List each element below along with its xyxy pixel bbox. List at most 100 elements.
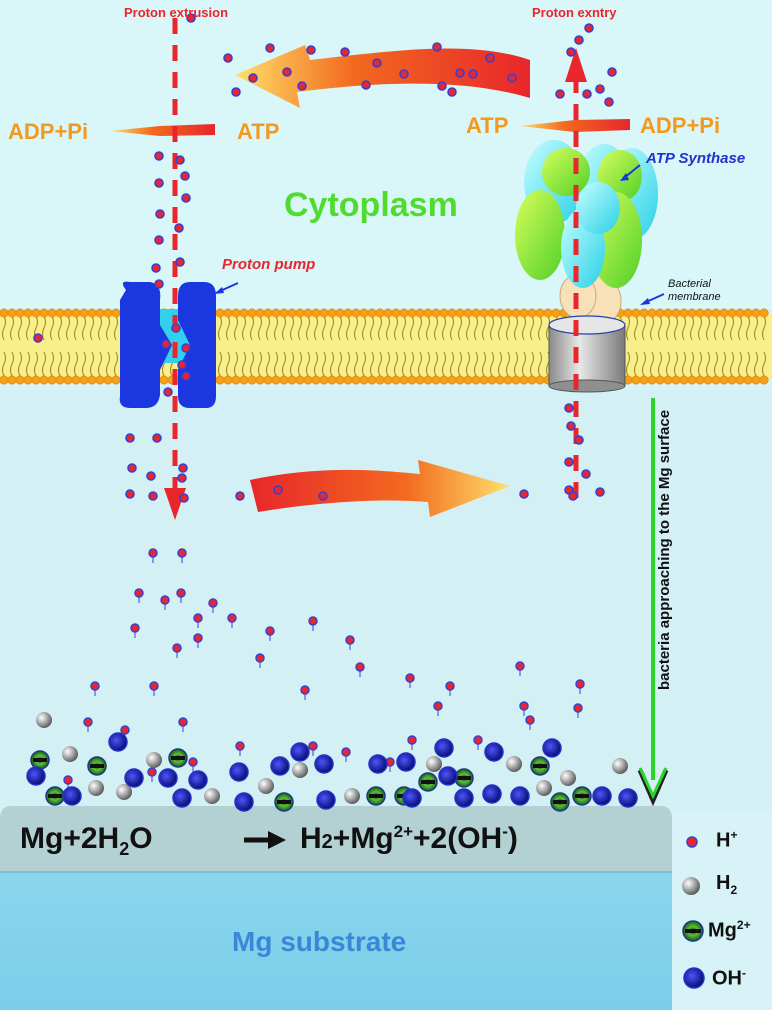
proton-particle [231, 87, 241, 97]
legend-h2-sub: 2 [730, 883, 738, 897]
proton-particle [181, 343, 191, 353]
bacterial-membrane-label: Bacterial membrane [668, 278, 721, 304]
oh-particle [108, 732, 128, 752]
proton-particle [581, 469, 591, 479]
oh-particle [124, 768, 144, 788]
proton-particle [525, 715, 535, 730]
bacterial-membrane-line2: membrane [668, 291, 721, 303]
oh-particle [26, 766, 46, 786]
proton-particle [372, 58, 382, 68]
proton-particle [341, 747, 351, 762]
oh-particle [316, 790, 336, 810]
bacteria-approaching-label: bacteria approaching to the Mg surface [656, 409, 673, 690]
proton-particle [607, 67, 617, 77]
proton-entry-arrowhead [565, 48, 587, 82]
proton-particle [468, 69, 478, 79]
proton-particle [186, 13, 196, 23]
proton-extrusion-label: Proton extrusion [124, 5, 229, 20]
proton-particle [575, 679, 585, 694]
mg-particle [168, 748, 188, 768]
proton-particle [297, 81, 307, 91]
atp-left-label: ATP [237, 119, 280, 144]
proton-particle [193, 613, 203, 628]
h2-particle [292, 762, 308, 778]
mg-particle [45, 786, 65, 806]
proton-particle [407, 735, 417, 750]
oh-particle [618, 788, 638, 808]
legend-icons [682, 836, 705, 989]
mg-icon [682, 920, 704, 942]
h2-particle [344, 788, 360, 804]
mg-particle [30, 750, 50, 770]
equation-oh: +2(OH [413, 822, 503, 855]
h2-particle [36, 712, 52, 728]
proton-particle [155, 209, 165, 219]
proton-pump-label: Proton pump [222, 256, 316, 273]
oh-particle [482, 784, 502, 804]
mg-particle [366, 786, 386, 806]
proton-particle [188, 757, 198, 772]
proton-particle [455, 68, 465, 78]
mg-particle [87, 756, 107, 776]
mg-particle [572, 786, 592, 806]
oh-particle [368, 754, 388, 774]
proton-particle [227, 613, 237, 628]
proton-particle [90, 681, 100, 696]
legend-mg-sup: 2+ [736, 918, 751, 932]
proton-particle [519, 489, 529, 499]
proton-particle [574, 435, 584, 445]
h2-icon [682, 877, 700, 895]
atp-synthase-label: ATP Synthase [646, 150, 746, 167]
oh-particle [229, 762, 249, 782]
proton-particle [172, 643, 182, 658]
proton-flow-arrow-bottom [250, 460, 510, 517]
proton-particle [160, 595, 170, 610]
oh-particle [484, 742, 504, 762]
proton-particle [265, 43, 275, 53]
legend-h2: H2 [716, 872, 737, 897]
h2-particle [258, 778, 274, 794]
proton-particle [176, 588, 186, 603]
proton-particle [33, 333, 43, 343]
proton-particle [154, 151, 164, 161]
adp-pi-right-label: ADP+Pi [640, 113, 721, 138]
proton-particle [175, 155, 185, 165]
proton-particle [120, 725, 130, 740]
proton-particle [361, 80, 371, 90]
oh-particle [434, 738, 454, 758]
proton-particle [223, 53, 233, 63]
h2-particle [426, 756, 442, 772]
bacterial-membrane [0, 308, 772, 385]
legend-mg-symbol: Mg [708, 919, 737, 942]
proton-particle [180, 171, 190, 181]
equation-reactant-sub: 2 [119, 839, 130, 859]
mg-particle [274, 792, 294, 812]
mg-particle [418, 772, 438, 792]
h-plus-icon [686, 836, 698, 848]
proton-particle [582, 89, 592, 99]
proton-particle [148, 548, 158, 563]
oh-particle [396, 752, 416, 772]
equation-close: ) [507, 822, 518, 855]
proton-particle [573, 703, 583, 718]
legend-h2-symbol: H [716, 872, 731, 894]
proton-particle [127, 463, 137, 473]
proton-particle [485, 53, 495, 63]
proton-particle [171, 323, 181, 333]
proton-particle [154, 178, 164, 188]
proton-particle [515, 661, 525, 676]
proton-particle [235, 741, 245, 756]
h2-particle [612, 758, 628, 774]
h2-particle [88, 780, 104, 796]
proton-particle [604, 97, 614, 107]
mg-particle [550, 792, 570, 812]
legend-h-plus-sup: + [730, 828, 738, 842]
mg-particle [530, 756, 550, 776]
proton-particle [306, 45, 316, 55]
cytoplasm-label: Cytoplasm [284, 186, 458, 224]
proton-particle [125, 433, 135, 443]
h2-particle [204, 788, 220, 804]
oh-particle [314, 754, 334, 774]
proton-particle [177, 360, 187, 370]
oh-particle [290, 742, 310, 762]
